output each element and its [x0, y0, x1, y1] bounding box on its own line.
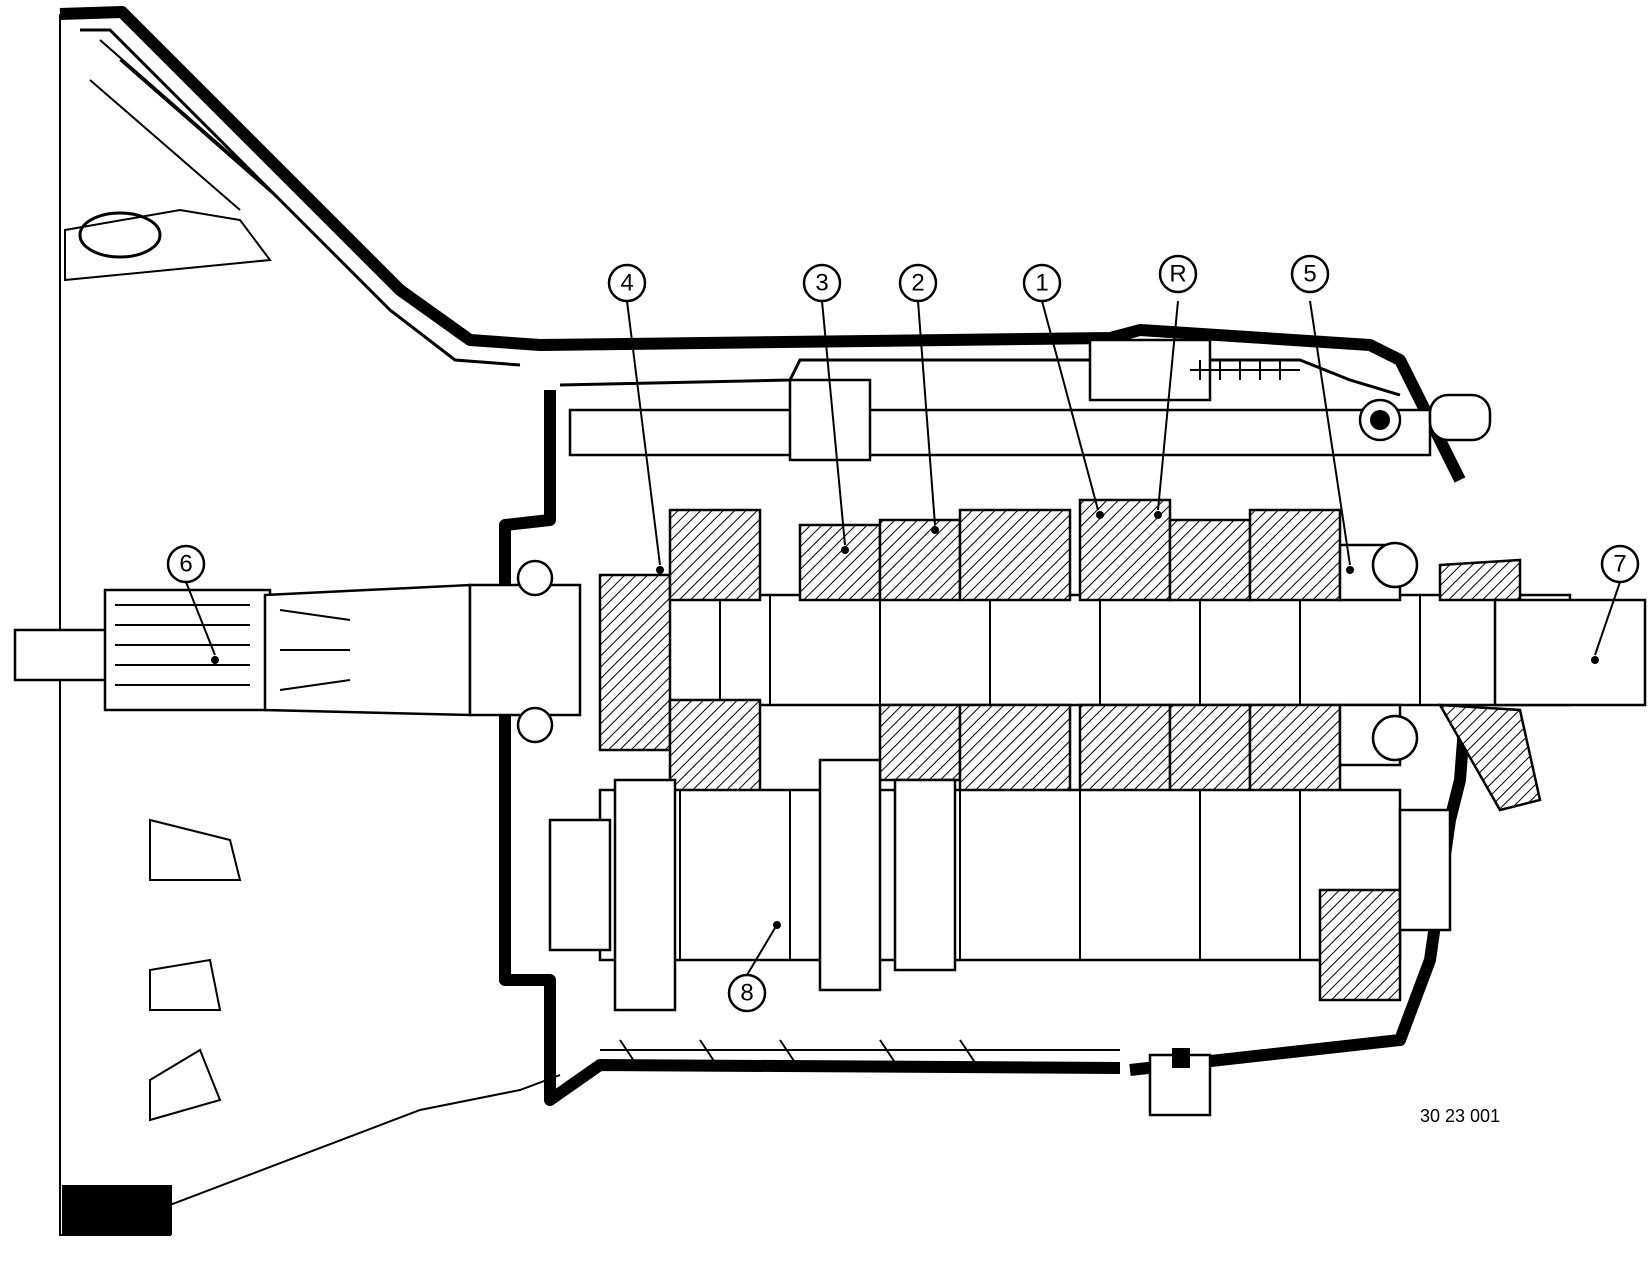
callout-1: 1: [1022, 263, 1062, 303]
callout-3: 3: [802, 263, 842, 303]
main-shaft: [598, 498, 1647, 812]
callout-8: 8: [727, 973, 767, 1013]
gearbox-casing: [499, 358, 1476, 1117]
callout-label: 3: [815, 270, 828, 297]
callout-leaders: [185, 300, 1621, 976]
callout-2: 2: [898, 263, 938, 303]
callout-r: R: [1158, 254, 1198, 294]
callout-6: 6: [166, 544, 206, 584]
callout-7: 7: [1600, 544, 1640, 584]
callout-label: 7: [1613, 551, 1626, 578]
callout-label: 4: [620, 270, 633, 297]
callout-label: 6: [179, 551, 192, 578]
shift-rails: [568, 338, 1492, 462]
callout-4: 4: [607, 263, 647, 303]
figure-reference: 30 23 001: [1420, 1106, 1500, 1126]
callout-5: 5: [1290, 254, 1330, 294]
callout-label: 5: [1303, 261, 1316, 288]
callout-label: 2: [911, 270, 924, 297]
callout-label: 1: [1035, 270, 1048, 297]
callout-label: 8: [740, 980, 753, 1007]
input-shaft: [13, 559, 582, 744]
countershaft: [548, 758, 1452, 1012]
callout-label: R: [1169, 261, 1186, 288]
